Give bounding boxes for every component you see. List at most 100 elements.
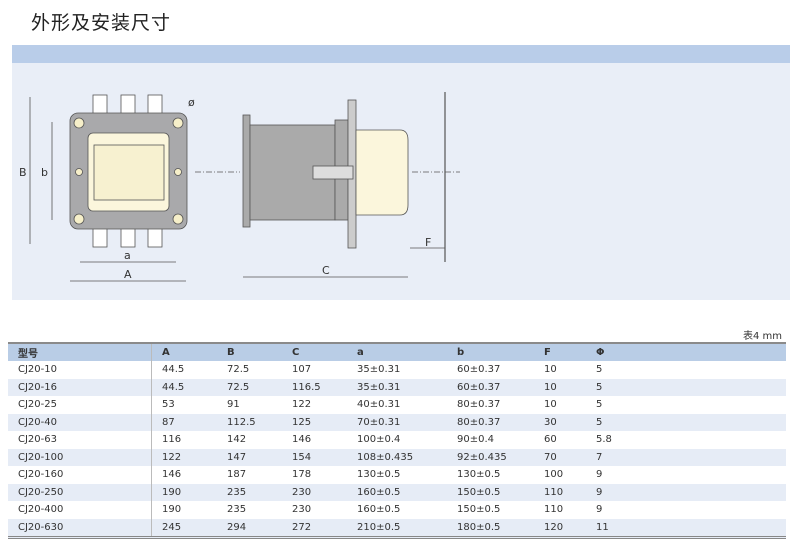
col-b: b	[457, 347, 465, 358]
table-cell: 107	[292, 364, 312, 376]
label-a: a	[124, 249, 131, 262]
table-cell: 91	[227, 399, 240, 411]
table-cell: 116.5	[292, 381, 321, 393]
table-cell: 70	[544, 451, 557, 463]
table-cell: 9	[596, 504, 603, 516]
table-cell: 187	[227, 469, 247, 481]
table-cell: CJ20-40	[8, 413, 152, 431]
table-cell: 9	[596, 486, 603, 498]
table-cell: 44.5	[162, 381, 185, 393]
table-cell: 146	[292, 434, 312, 446]
table-cell: 180±0.5	[457, 521, 501, 533]
table-cell: 190	[162, 504, 182, 516]
table-cell: 230	[292, 504, 312, 516]
table-cell: 146	[162, 469, 182, 481]
table-cell: 294	[227, 521, 247, 533]
table-cell: 120	[544, 521, 564, 533]
col-C: C	[292, 347, 300, 358]
section-title: 外形及安装尺寸	[31, 12, 172, 34]
table-cell: 100	[544, 469, 564, 481]
table-cell: 70±0.31	[357, 416, 401, 428]
unit-note: 表4 mm	[742, 331, 782, 342]
table-cell: CJ20-250	[8, 483, 152, 501]
table-cell: 80±0.37	[457, 416, 501, 428]
table-cell: CJ20-160	[8, 466, 152, 484]
label-phi: ø	[188, 96, 195, 109]
col-F: F	[544, 347, 551, 358]
table-cell: 110	[544, 504, 564, 516]
table-cell: 60±0.37	[457, 364, 501, 376]
table-cell: 130±0.5	[457, 469, 501, 481]
table-header-row: 型号 A B C a b F Φ	[8, 343, 786, 361]
table-cell: CJ20-63	[8, 431, 152, 449]
table-cell: 122	[292, 399, 312, 411]
table-cell: 30	[544, 416, 557, 428]
table-cell: 178	[292, 469, 312, 481]
table-cell: CJ20-25	[8, 396, 152, 414]
table-cell: 122	[162, 451, 182, 463]
col-a: a	[357, 347, 364, 358]
table-cell: 116	[162, 434, 182, 446]
table-cell: 110	[544, 486, 564, 498]
table-cell: 160±0.5	[357, 504, 401, 516]
label-B: B	[19, 166, 27, 179]
table-cell: 272	[292, 521, 312, 533]
table-cell: 5	[596, 364, 603, 376]
table-cell: 150±0.5	[457, 486, 501, 498]
table-cell: 210±0.5	[357, 521, 401, 533]
table-cell: 125	[292, 416, 312, 428]
table-cell: CJ20-400	[8, 501, 152, 519]
table-cell: 147	[227, 451, 247, 463]
table-cell: 92±0.435	[457, 451, 507, 463]
table-cell: 53	[162, 399, 175, 411]
table-cell: 235	[227, 486, 247, 498]
label-C: C	[322, 264, 330, 277]
table-cell: 87	[162, 416, 175, 428]
label-b: b	[41, 166, 48, 179]
table-cell: 9	[596, 469, 603, 481]
table-cell: 90±0.4	[457, 434, 495, 446]
table-cell: 40±0.31	[357, 399, 401, 411]
table-cell: 60±0.37	[457, 381, 501, 393]
table-row: CJ20-160 146 187 178 130±0.5 130±0.5 100 9	[8, 466, 786, 484]
table-cell: 160±0.5	[357, 486, 401, 498]
col-phi: Φ	[596, 347, 605, 358]
table-cell: 44.5	[162, 364, 185, 376]
table-cell: CJ20-630	[8, 518, 152, 538]
table-cell: 235	[227, 504, 247, 516]
table-cell: 7	[596, 451, 603, 463]
table-cell: 190	[162, 486, 182, 498]
col-model: 型号	[8, 343, 152, 361]
dimension-drawing: B b a A C F ø	[19, 92, 460, 282]
table-row: CJ20-250 190 235 230 160±0.5 150±0.5 110 9	[8, 483, 786, 501]
panel-header-strip	[12, 45, 790, 63]
table-row: CJ20-25 53 91 122 40±0.31 80±0.37 10 5	[8, 396, 786, 414]
table-cell: 35±0.31	[357, 364, 401, 376]
table-cell: 10	[544, 381, 557, 393]
table-cell: 10	[544, 399, 557, 411]
table-cell: 72.5	[227, 381, 250, 393]
table-cell: 5	[596, 399, 603, 411]
table-cell: 130±0.5	[357, 469, 401, 481]
table-cell: 108±0.435	[357, 451, 414, 463]
table-cell: 35±0.31	[357, 381, 401, 393]
table-cell: 80±0.37	[457, 399, 501, 411]
col-B: B	[227, 347, 235, 358]
col-A: A	[162, 347, 170, 358]
table-cell: 142	[227, 434, 247, 446]
table-cell: 5	[596, 416, 603, 428]
table-cell: 72.5	[227, 364, 250, 376]
table-cell: CJ20-10	[8, 361, 152, 379]
table-cell: 60	[544, 434, 557, 446]
table-cell: 230	[292, 486, 312, 498]
table-cell: 245	[162, 521, 182, 533]
